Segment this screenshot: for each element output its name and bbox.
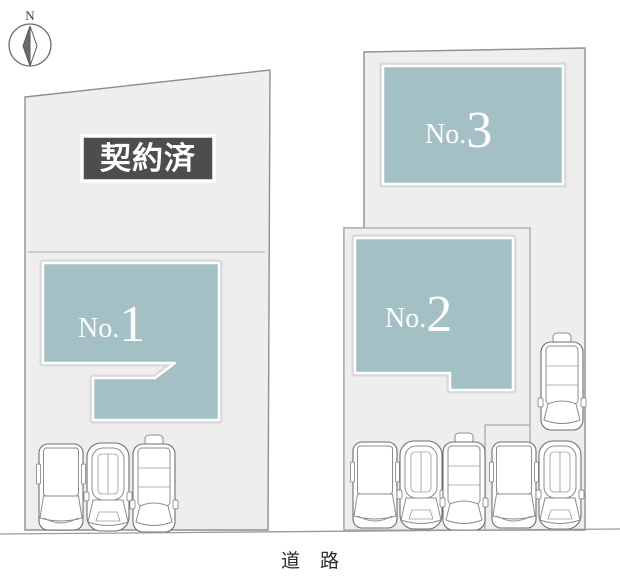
building-no3[interactable]: No.3	[379, 62, 567, 188]
sold-badge-box	[80, 134, 216, 183]
car-hatchback-top-icon	[535, 440, 585, 530]
parking-right-group[interactable]	[349, 432, 585, 531]
car-sedan-top-icon	[35, 443, 87, 531]
car-sedan-top-icon	[349, 441, 401, 529]
no1-number: 1	[119, 296, 145, 353]
building-no2-shape	[353, 236, 515, 392]
building-no3-label: No.3	[425, 102, 492, 159]
car-van-top-icon	[537, 332, 587, 431]
sold-badge-label: 契約済	[100, 141, 196, 177]
road-edge-line	[0, 528, 620, 535]
building-no2-label: No.2	[385, 286, 452, 343]
car-van-top-icon	[439, 432, 489, 531]
building-no1-label: No.1	[78, 296, 145, 353]
car-hatchback-top-icon	[396, 440, 446, 530]
no3-prefix: No.	[425, 119, 466, 150]
compass-north-label: N	[25, 8, 35, 23]
parking-side-group[interactable]	[537, 332, 587, 431]
no1-prefix: No.	[78, 313, 119, 344]
building-no1[interactable]: No.1	[39, 259, 223, 424]
building-no2[interactable]: No.2	[351, 234, 517, 394]
compass-needle-dark	[22, 25, 31, 67]
compass-rose-icon: N	[8, 8, 52, 67]
car-sedan-top-icon	[488, 441, 540, 529]
parking-left-group[interactable]	[35, 434, 179, 533]
car-van-top-icon	[129, 434, 179, 533]
road-label: 道 路	[280, 550, 347, 572]
building-no1-shape	[41, 261, 221, 422]
no2-prefix: No.	[385, 303, 426, 334]
no2-number: 2	[426, 286, 452, 343]
building-no3-shape	[381, 64, 565, 186]
car-hatchback-top-icon	[83, 442, 133, 532]
no3-number: 3	[466, 102, 492, 159]
status-badge-sold[interactable]: 契約済	[80, 134, 216, 183]
